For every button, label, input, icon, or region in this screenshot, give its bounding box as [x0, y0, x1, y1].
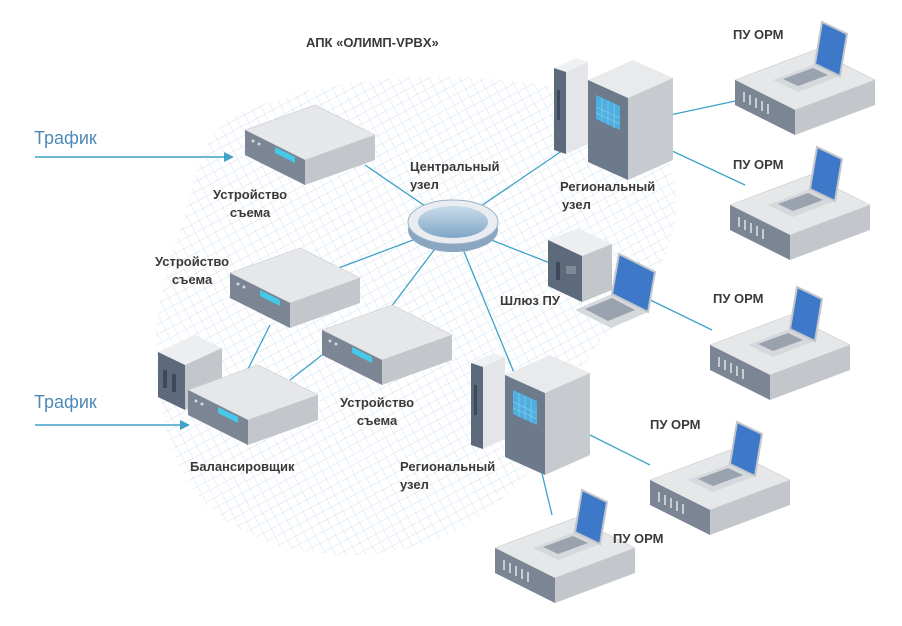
- balancer-icon: [158, 335, 319, 446]
- capture-device-label-top: Устройство съема: [213, 187, 288, 220]
- balancer-label: Балансировщик: [190, 459, 295, 474]
- workstation-icon: [649, 421, 791, 536]
- link-orm-1: [669, 99, 741, 116]
- regional-node-label-bottom: Региональный узел: [400, 459, 496, 492]
- orm-label-2: ПУ ОРМ: [733, 157, 784, 172]
- link-orm-4: [579, 429, 651, 466]
- orm-label-5: ПУ ОРМ: [613, 531, 664, 546]
- link-orm-2: [669, 149, 746, 186]
- gateway-icon: [548, 228, 612, 302]
- link-capture-balancer: [244, 324, 271, 376]
- traffic-label-bottom: Трафик: [34, 392, 97, 412]
- capture-device-label-mid: Устройство съема: [340, 395, 415, 428]
- gateway-label: Шлюз ПУ: [500, 293, 560, 308]
- laptop-icon: [575, 252, 657, 328]
- orm-label-1: ПУ ОРМ: [733, 27, 784, 42]
- orm-label-3: ПУ ОРМ: [713, 291, 764, 306]
- regional-node-label-top: Региональный узел: [560, 179, 656, 212]
- link-orm-3: [639, 294, 713, 331]
- links: [244, 99, 746, 516]
- diagram-title: АПК «ОЛИМП-VPBX»: [306, 35, 439, 50]
- link-mid-balancer: [289, 354, 323, 381]
- switch-hub-icon: [407, 199, 499, 252]
- capture-device-label-left: Устройство съема: [155, 254, 230, 287]
- central-node-label: Центральный узел: [410, 159, 500, 192]
- traffic-label-top: Трафик: [34, 128, 97, 148]
- orm-label-4: ПУ ОРМ: [650, 417, 701, 432]
